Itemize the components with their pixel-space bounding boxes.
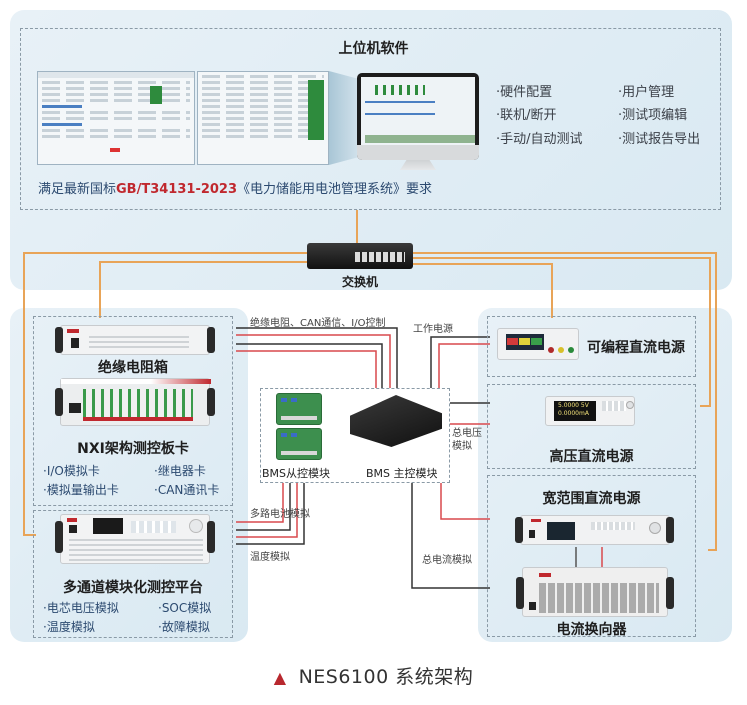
- wire-label-work-power: 工作电源: [413, 324, 453, 335]
- software-screenshot-main: [37, 71, 195, 165]
- bms-slave-board-2: [276, 428, 322, 460]
- nxi-card-io: ·I/O模拟卡: [43, 464, 100, 478]
- wide-psu-image: [520, 515, 670, 545]
- platform-feature-cell-voltage: ·电芯电压模拟: [43, 601, 119, 615]
- nxi-card-analog-output: ·模拟量输出卡: [43, 483, 119, 497]
- wire-label-temperature: 温度模拟: [250, 552, 290, 563]
- commutator-label: 电流换向器: [556, 622, 627, 638]
- platform-handle-right: [207, 521, 215, 553]
- nxi-handle-left: [55, 388, 63, 416]
- standard-prefix: 满足最新国标: [38, 182, 117, 197]
- wide-psu-handle-right: [666, 517, 674, 543]
- standard-code: GB/T34131-2023: [116, 182, 238, 197]
- feature-manual-auto-test: ·手动/自动测试: [496, 132, 583, 147]
- hv-psu-box: [487, 384, 696, 469]
- feature-test-item-edit: ·测试项编辑: [618, 108, 688, 123]
- standard-suffix: 《电力储能用电池管理系统》要求: [237, 182, 433, 197]
- feature-report-export: ·测试报告导出: [618, 132, 701, 147]
- wide-psu-commutator-box: [487, 475, 696, 637]
- caption-text: NES6100 系统架构: [298, 666, 474, 688]
- platform-handle-left: [55, 521, 63, 553]
- platform-feature-fault: ·故障模拟: [158, 620, 210, 634]
- commutator-image: [522, 567, 668, 617]
- monitor-icon: [357, 73, 479, 160]
- nxi-card-relay: ·继电器卡: [154, 464, 206, 478]
- insulation-handle-right: [207, 327, 215, 353]
- insulation-resistance-box-image: [60, 325, 210, 355]
- platform-feature-temperature: ·温度模拟: [43, 620, 95, 634]
- nxi-label: NXI架构测控板卡: [77, 441, 189, 457]
- commutator-handle-left: [516, 577, 524, 609]
- software-title: 上位机软件: [338, 41, 409, 57]
- insulation-label: 绝缘电阻箱: [98, 360, 168, 376]
- platform-label: 多通道模块化测控平台: [63, 580, 203, 596]
- network-switch-icon: [307, 243, 413, 269]
- platform-device-image: [60, 514, 210, 564]
- insulation-nxi-box: [33, 316, 233, 506]
- hv-psu-display-current: 0.0000mA: [558, 410, 589, 417]
- nxi-handle-right: [207, 388, 215, 416]
- hv-psu-label: 高压直流电源: [549, 449, 634, 465]
- standard-statement: 满足最新国标GB/T34131-2023《电力储能用电池管理系统》要求: [38, 178, 432, 197]
- caption-triangle-icon: ▲: [273, 668, 287, 687]
- wire-label-total-current: 总电流模拟: [422, 555, 472, 566]
- prog-psu-image: [497, 328, 579, 360]
- wire-label-top-bus: 绝缘电阻、CAN通信、I/O控制: [250, 318, 386, 329]
- wire-label-multi-cell: 多路电池模拟: [250, 509, 310, 520]
- feature-hardware-config: ·硬件配置: [496, 85, 553, 100]
- platform-feature-soc: ·SOC模拟: [158, 601, 212, 615]
- insulation-handle-left: [55, 327, 63, 353]
- hv-psu-image: 5.0000 5V 0.0000mA: [545, 396, 635, 426]
- software-screenshot-table: [197, 71, 329, 165]
- platform-box: [33, 510, 233, 638]
- feature-connect-disconnect: ·联机/断开: [496, 108, 557, 123]
- wire-label-total-voltage: 总电压 模拟: [452, 428, 482, 452]
- bms-slave-board-1: [276, 393, 322, 425]
- wide-psu-handle-left: [515, 517, 523, 543]
- commutator-handle-right: [666, 577, 674, 609]
- bms-slave-label: BMS从控模块: [262, 467, 331, 480]
- wide-psu-label: 宽范围直流电源: [542, 491, 641, 507]
- monitor-stand: [400, 160, 436, 170]
- feature-user-management: ·用户管理: [618, 85, 675, 100]
- zoom-projection: [329, 71, 357, 165]
- bms-master-label: BMS 主控模块: [366, 467, 438, 480]
- prog-psu-box: [487, 316, 696, 377]
- prog-psu-label: 可编程直流电源: [587, 340, 685, 356]
- switch-label: 交换机: [341, 275, 378, 289]
- software-box: [20, 28, 721, 210]
- nxi-card-can: ·CAN通讯卡: [154, 483, 220, 497]
- nxi-chassis-image: [60, 378, 211, 426]
- figure-caption: ▲ NES6100 系统架构: [0, 662, 747, 689]
- hv-psu-display-voltage: 5.0000 5V: [558, 402, 589, 409]
